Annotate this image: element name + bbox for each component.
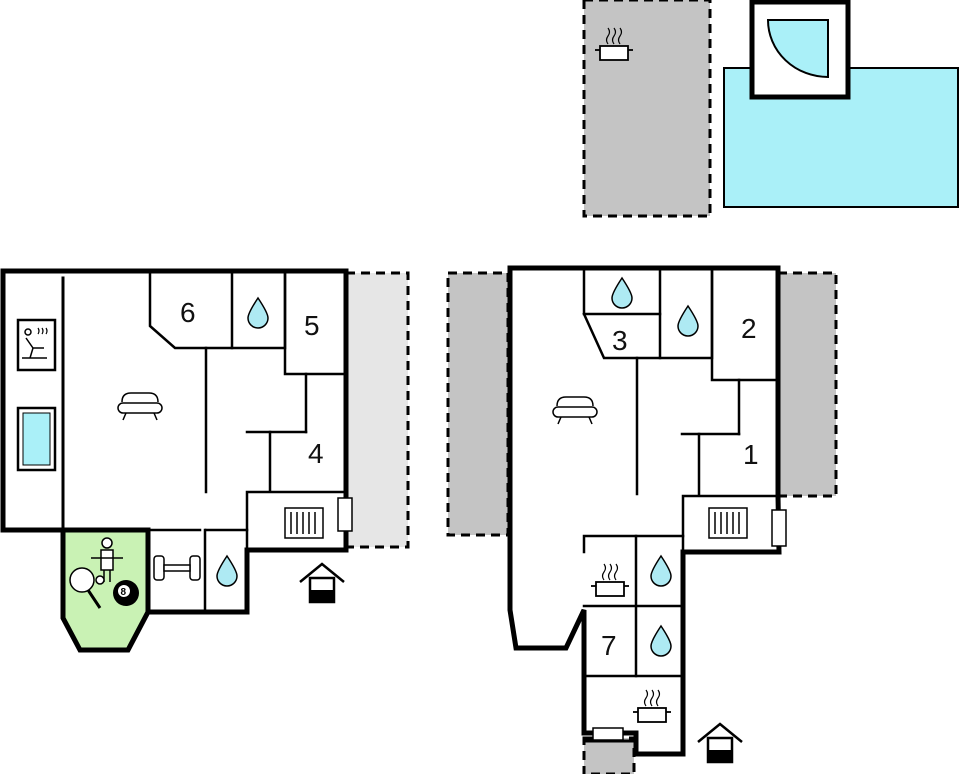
bbq-icon [595, 27, 633, 61]
billiard-ball-number: 8 [121, 587, 127, 598]
hot-tub-icon [16, 406, 57, 472]
radiator-icon-2 [708, 507, 748, 539]
water-drop-icon [247, 296, 269, 329]
terrace-right-right [776, 271, 838, 498]
stove-icon-2 [633, 689, 671, 723]
table-football-icon [91, 537, 123, 582]
door-right-house [771, 509, 787, 547]
room-7-label: 7 [601, 630, 617, 661]
sofa-icon [117, 392, 163, 421]
corner-shower-icon [766, 19, 829, 79]
water-drop-icon-4 [677, 304, 699, 337]
table-tennis-icon [69, 567, 105, 609]
water-drop-icon-2 [216, 554, 238, 587]
entrance-icon-2 [697, 722, 743, 764]
room-2-label: 2 [741, 313, 757, 344]
terrace-right-left [446, 271, 510, 537]
water-drop-icon-3 [611, 276, 633, 309]
room-3-label: 3 [612, 325, 628, 356]
door-bottom [592, 727, 624, 741]
room-6-label: 6 [180, 297, 196, 328]
dumbbell-icon [153, 555, 201, 581]
water-drop-icon-6 [650, 624, 672, 657]
terrace-left-house [344, 271, 410, 549]
entrance-icon [299, 562, 345, 604]
sauna-icon [16, 318, 57, 372]
water-drop-icon-5 [650, 554, 672, 587]
room-5-label: 5 [304, 310, 320, 341]
sofa-icon-2 [552, 396, 598, 425]
billiard-ball-icon: 8 [113, 580, 139, 606]
room-1-label: 1 [743, 439, 759, 470]
radiator-icon [284, 507, 324, 539]
room-4-label: 4 [308, 438, 324, 469]
terrace-top [582, 0, 712, 218]
stove-icon [591, 563, 629, 597]
terrace-bottom [582, 736, 636, 774]
door-left-house [337, 497, 353, 532]
